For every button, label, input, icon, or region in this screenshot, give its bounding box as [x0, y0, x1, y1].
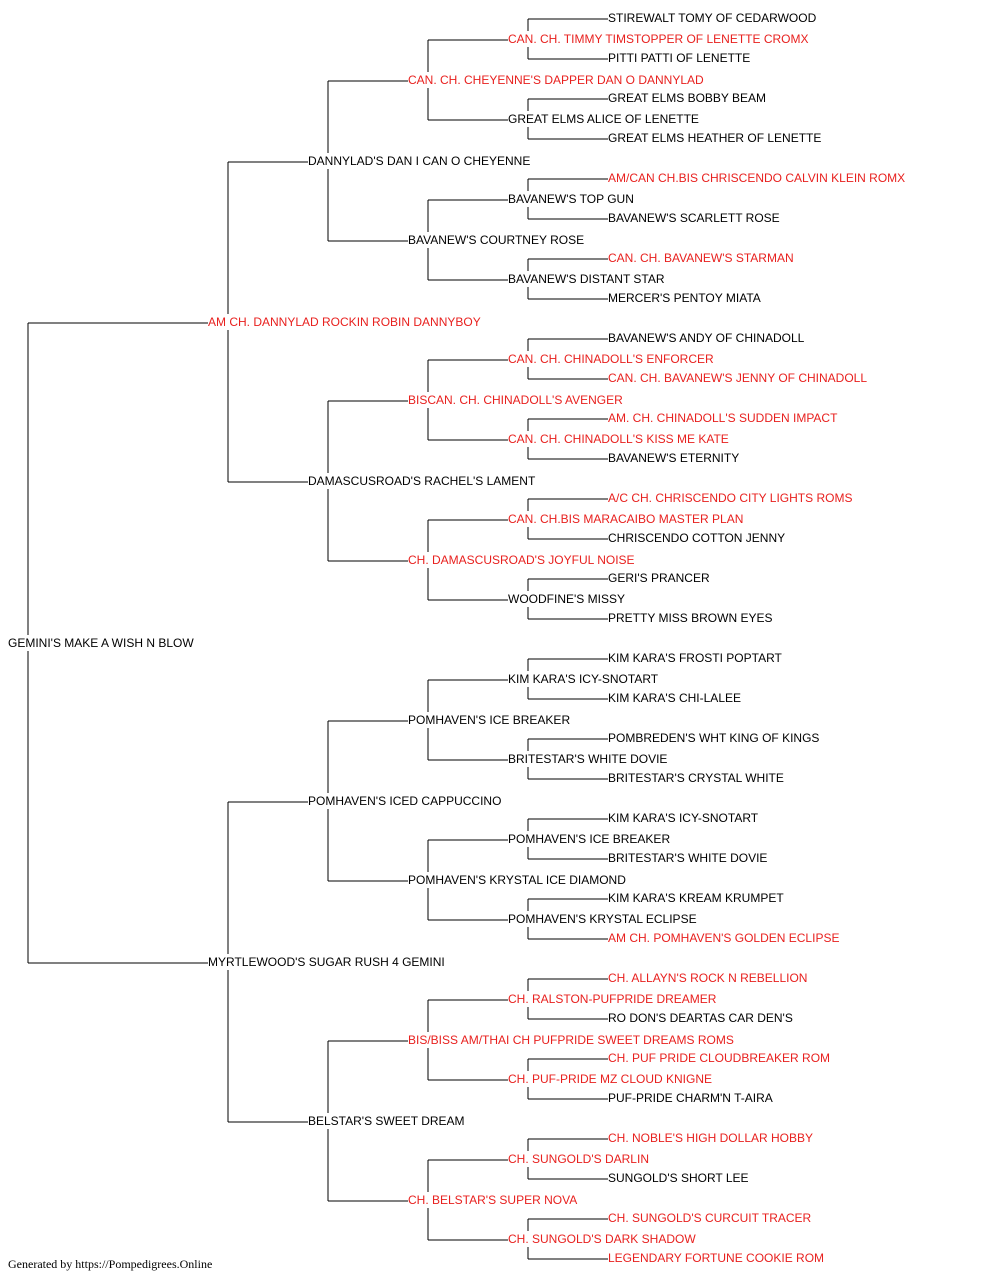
- dog-name-gen3: BISCAN. CH. CHINADOLL'S AVENGER: [408, 393, 623, 407]
- dog-name-gen5: POMBREDEN'S WHT KING OF KINGS: [608, 731, 820, 745]
- dog-name-gen3: CAN. CH. CHEYENNE'S DAPPER DAN O DANNYLA…: [408, 73, 704, 87]
- dog-name-gen4: CAN. CH. TIMMY TIMSTOPPER OF LENETTE CRO…: [508, 32, 809, 46]
- dog-name-gen4: GREAT ELMS ALICE OF LENETTE: [508, 112, 699, 126]
- dog-name-gen5: AM/CAN CH.BIS CHRISCENDO CALVIN KLEIN RO…: [608, 171, 906, 185]
- dog-name-gen4: CH. RALSTON-PUFPRIDE DREAMER: [508, 992, 717, 1006]
- dog-name-gen5: BRITESTAR'S WHITE DOVIE: [608, 851, 768, 865]
- dog-name-gen2: BELSTAR'S SWEET DREAM: [308, 1114, 465, 1128]
- dog-name-gen5: CH. ALLAYN'S ROCK N REBELLION: [608, 971, 808, 985]
- dog-name-gen5: GREAT ELMS BOBBY BEAM: [608, 91, 767, 105]
- dog-name-gen5: CAN. CH. BAVANEW'S JENNY OF CHINADOLL: [608, 371, 868, 385]
- dog-name-gen5: BAVANEW'S ANDY OF CHINADOLL: [608, 331, 805, 345]
- dog-name-gen4: BAVANEW'S TOP GUN: [508, 192, 634, 206]
- dog-name-gen5: GERI'S PRANCER: [608, 571, 710, 585]
- dog-name-gen2: DANNYLAD'S DAN I CAN O CHEYENNE: [308, 154, 531, 168]
- dog-name-gen5: SUNGOLD'S SHORT LEE: [608, 1171, 749, 1185]
- dog-name-gen5: PITTI PATTI OF LENETTE: [608, 51, 751, 65]
- dog-name-gen5: CH. SUNGOLD'S CURCUIT TRACER: [608, 1211, 812, 1225]
- dog-name-gen2: POMHAVEN'S ICED CAPPUCCINO: [308, 794, 502, 808]
- dog-name-gen5: A/C CH. CHRISCENDO CITY LIGHTS ROMS: [608, 491, 853, 505]
- dog-name-gen5: BRITESTAR'S CRYSTAL WHITE: [608, 771, 784, 785]
- dog-name-gen3: BIS/BISS AM/THAI CH PUFPRIDE SWEET DREAM…: [408, 1033, 734, 1047]
- dog-name-gen5: PUF-PRIDE CHARM'N T-AIRA: [608, 1091, 773, 1105]
- dog-name-gen5: LEGENDARY FORTUNE COOKIE ROM: [608, 1251, 825, 1265]
- dog-name-gen3: CH. BELSTAR'S SUPER NOVA: [408, 1193, 578, 1207]
- dog-name-gen1: AM CH. DANNYLAD ROCKIN ROBIN DANNYBOY: [208, 315, 481, 329]
- dog-name-gen5: MERCER'S PENTOY MIATA: [608, 291, 761, 305]
- dog-name-gen3: POMHAVEN'S ICE BREAKER: [408, 713, 571, 727]
- dog-name-gen4: BRITESTAR'S WHITE DOVIE: [508, 752, 668, 766]
- dog-name-gen4: CAN. CH. CHINADOLL'S KISS ME KATE: [508, 432, 729, 446]
- dog-name-gen1: MYRTLEWOOD'S SUGAR RUSH 4 GEMINI: [208, 955, 445, 969]
- dog-name-gen4: CAN. CH. CHINADOLL'S ENFORCER: [508, 352, 714, 366]
- dog-name-gen5: BAVANEW'S ETERNITY: [608, 451, 740, 465]
- dog-name-gen4: WOODFINE'S MISSY: [508, 592, 625, 606]
- dog-name-gen5: CH. NOBLE'S HIGH DOLLAR HOBBY: [608, 1131, 814, 1145]
- dog-name-gen0: GEMINI'S MAKE A WISH N BLOW: [8, 636, 194, 650]
- dog-name-gen5: GREAT ELMS HEATHER OF LENETTE: [608, 131, 822, 145]
- dog-name-gen5: AM CH. POMHAVEN'S GOLDEN ECLIPSE: [608, 931, 840, 945]
- dog-name-gen3: BAVANEW'S COURTNEY ROSE: [408, 233, 585, 247]
- dog-name-gen5: AM. CH. CHINADOLL'S SUDDEN IMPACT: [608, 411, 838, 425]
- dog-name-gen5: KIM KARA'S KREAM KRUMPET: [608, 891, 784, 905]
- dog-name-gen5: CH. PUF PRIDE CLOUDBREAKER ROM: [608, 1051, 831, 1065]
- dog-name-gen5: KIM KARA'S CHI-LALEE: [608, 691, 741, 705]
- dog-name-gen5: KIM KARA'S ICY-SNOTART: [608, 811, 759, 825]
- dog-name-gen5: CAN. CH. BAVANEW'S STARMAN: [608, 251, 794, 265]
- dog-name-gen5: KIM KARA'S FROSTI POPTART: [608, 651, 782, 665]
- dog-name-gen4: POMHAVEN'S ICE BREAKER: [508, 832, 671, 846]
- dog-name-gen5: BAVANEW'S SCARLETT ROSE: [608, 211, 780, 225]
- dog-name-gen4: CH. SUNGOLD'S DARK SHADOW: [508, 1232, 696, 1246]
- dog-name-gen4: BAVANEW'S DISTANT STAR: [508, 272, 665, 286]
- dog-name-gen3: CH. DAMASCUSROAD'S JOYFUL NOISE: [408, 553, 635, 567]
- dog-name-gen5: CHRISCENDO COTTON JENNY: [608, 531, 786, 545]
- dog-name-gen4: CH. SUNGOLD'S DARLIN: [508, 1152, 649, 1166]
- dog-name-gen5: RO DON'S DEARTAS CAR DEN'S: [608, 1011, 793, 1025]
- dog-name-gen5: PRETTY MISS BROWN EYES: [608, 611, 773, 625]
- dog-name-gen3: POMHAVEN'S KRYSTAL ICE DIAMOND: [408, 873, 626, 887]
- dog-name-gen4: POMHAVEN'S KRYSTAL ECLIPSE: [508, 912, 697, 926]
- dog-name-gen4: CH. PUF-PRIDE MZ CLOUD KNIGNE: [508, 1072, 713, 1086]
- footer-credit: Generated by https://Pompedigrees.Online: [8, 1257, 213, 1271]
- dog-name-gen5: STIREWALT TOMY OF CEDARWOOD: [608, 11, 817, 25]
- dog-name-gen4: KIM KARA'S ICY-SNOTART: [508, 672, 659, 686]
- dog-name-gen2: DAMASCUSROAD'S RACHEL'S LAMENT: [308, 474, 536, 488]
- dog-name-gen4: CAN. CH.BIS MARACAIBO MASTER PLAN: [508, 512, 744, 526]
